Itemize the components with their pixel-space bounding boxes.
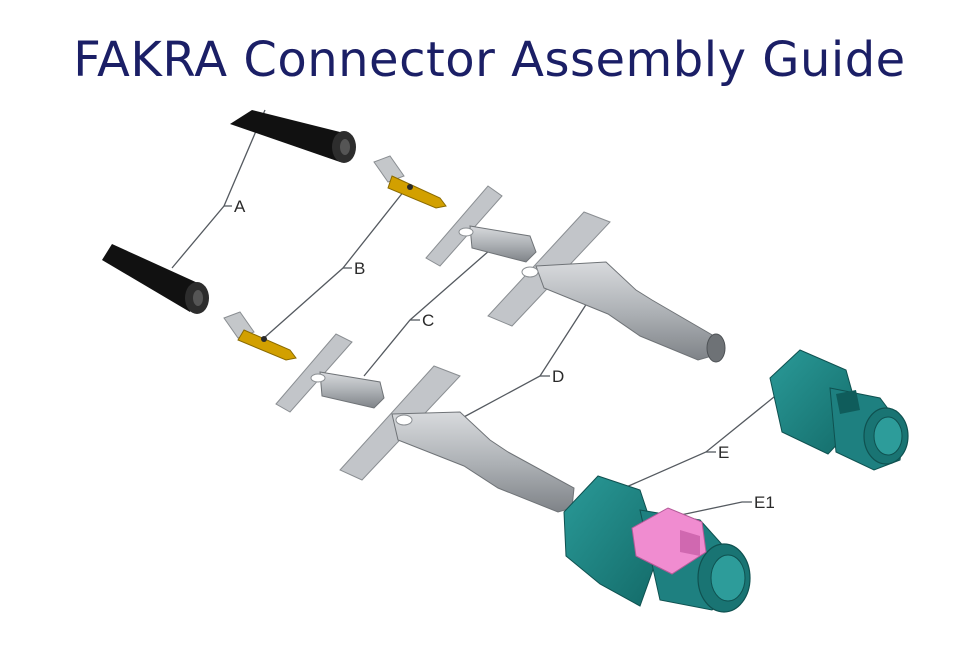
label-e: E: [718, 443, 729, 462]
contact-pin-upper: [373, 155, 447, 209]
shield-crimp-upper: [487, 211, 726, 363]
cable-lower: [102, 244, 209, 314]
shield-crimp-lower: [339, 365, 575, 513]
housing-separate: [769, 349, 909, 471]
housing-assembled: [563, 475, 751, 613]
coding-lock: [631, 507, 707, 575]
label-e1: E1: [754, 493, 775, 512]
cable-upper: [230, 110, 356, 163]
leader-lines: [171, 109, 791, 517]
label-d: D: [552, 367, 564, 386]
label-b: B: [354, 259, 365, 278]
page-title: FAKRA Connector Assembly Guide: [73, 32, 906, 88]
label-c: C: [422, 311, 434, 330]
label-a: A: [234, 197, 246, 216]
ferrule-upper: [425, 185, 537, 267]
ferrule-lower: [275, 333, 385, 413]
contact-pin-lower: [223, 311, 297, 361]
